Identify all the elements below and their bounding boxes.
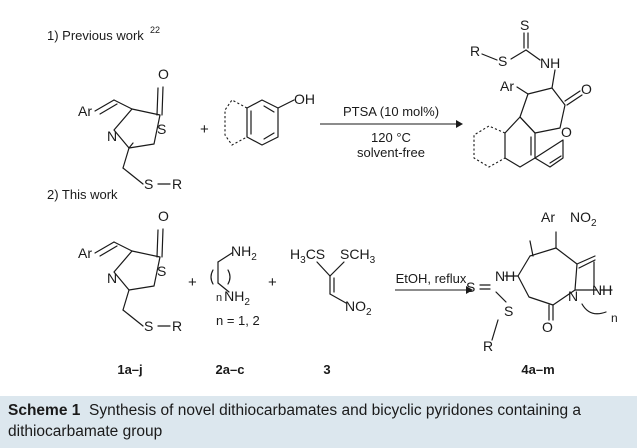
oxygen-label-2: O (158, 208, 169, 224)
nh2-top-label: NH2 (231, 243, 257, 263)
nh-label-p1: NH (540, 55, 560, 71)
nitrogen-label-1: N (107, 128, 117, 144)
r-label-2: R (172, 318, 182, 334)
ring-o-label-p1: O (561, 124, 572, 140)
oxygen-label-1: O (158, 66, 169, 82)
r-label-1: R (172, 176, 182, 192)
nh-label-p2: NH (592, 282, 612, 298)
hn-label-p2: NH (495, 268, 515, 284)
r-label-p2: R (483, 338, 493, 354)
nitroketene-structure (316, 261, 347, 304)
reagent-ptsa: PTSA (10 mol%) (343, 104, 439, 119)
sulfur-label-1: S (157, 121, 166, 137)
thiazolone-structure-2 (94, 228, 171, 327)
scheme-caption: Scheme 1 Synthesis of novel dithiocarbam… (8, 400, 630, 442)
compound-label-4: 4a–m (521, 362, 554, 377)
n-range-label: n = 1, 2 (216, 313, 260, 328)
h3cs-label: H3CS (290, 246, 325, 266)
carbonyl-bond (161, 86, 164, 116)
thiazolone-structure-1 (94, 86, 171, 185)
carbonyl-o-label-p1: O (581, 81, 592, 97)
oxygen-label-p2: O (542, 319, 553, 335)
compound-label-1: 1a–j (117, 362, 142, 377)
conditions-label: solvent-free (357, 145, 425, 160)
temperature-label: 120 °C (371, 130, 411, 145)
section1-ref: 22 (150, 25, 160, 35)
sulfur-label-p2: S (504, 303, 513, 319)
caption-background (0, 396, 637, 448)
arrowhead-2 (466, 286, 473, 294)
sulfur-label-1b: S (144, 176, 153, 192)
thione-s-label: S (520, 17, 529, 33)
bicyclic-pyridone-structure (479, 231, 613, 341)
sulfur-label-p1: S (498, 53, 507, 69)
sch3-label: SCH3 (340, 246, 376, 266)
ar-label-1: Ar (78, 103, 92, 119)
product-chromanone-structure (473, 32, 583, 168)
caption-text: Synthesis of novel dithiocarbamates and … (8, 402, 581, 440)
plus-sign-3: + (268, 274, 277, 291)
ar-label-2: Ar (78, 245, 92, 261)
no2-label-product: NO2 (570, 209, 597, 229)
oh-label: OH (294, 91, 315, 107)
caption-label: Scheme 1 (8, 402, 81, 419)
arrowhead-1 (456, 120, 463, 128)
plus-sign-1: + (200, 121, 209, 138)
n-label-p2: N (568, 288, 578, 304)
compound-label-3: 3 (323, 362, 330, 377)
reflux-label: EtOH, reflux (396, 271, 467, 286)
plus-sign-2: + (188, 274, 197, 291)
nitrogen-label-2: N (107, 270, 117, 286)
diamine-structure (210, 252, 233, 293)
sulfur-label-2: S (157, 263, 166, 279)
ar-label-p1: Ar (500, 78, 514, 94)
naphthol-structure (224, 99, 295, 146)
no2-label-reactant: NO2 (345, 298, 372, 318)
section2-title: 2) This work (47, 187, 118, 202)
thione-s-label-p2: S (466, 279, 475, 295)
r-label-p1: R (470, 43, 480, 59)
compound-label-2: 2a–c (216, 362, 245, 377)
n-index-label-p2: n (611, 311, 618, 325)
section1-title: 1) Previous work (47, 28, 144, 43)
ar-label-p2: Ar (541, 209, 555, 225)
sulfur-label-2b: S (144, 318, 153, 334)
